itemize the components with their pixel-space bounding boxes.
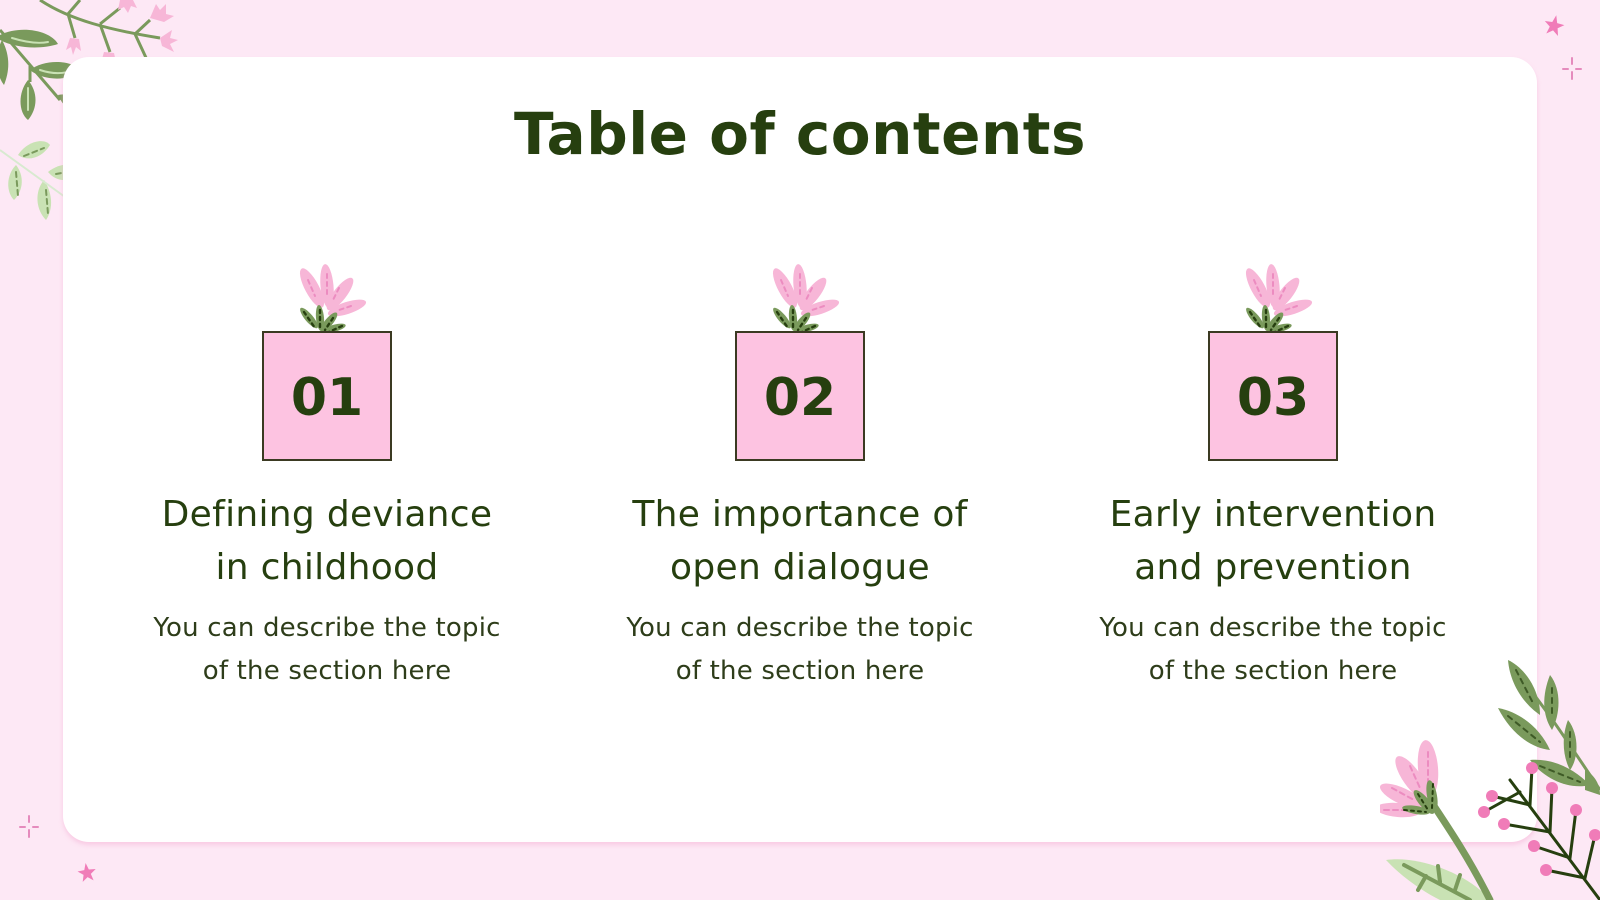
section-description-line-2: of the section here	[202, 656, 452, 686]
section-description-line-2: of the section here	[1148, 656, 1398, 686]
section-number-box: 03	[1208, 331, 1338, 461]
section-number-box: 01	[262, 331, 392, 461]
star-icon	[77, 863, 96, 882]
section-description-line-1: You can describe the topic	[153, 613, 501, 643]
section-heading-line-1: Defining deviance	[161, 494, 493, 535]
section-heading-line-1: Early intervention	[1109, 494, 1437, 535]
sparkle-icon	[19, 815, 39, 838]
flower-icon	[1245, 264, 1313, 334]
section-number-box: 02	[735, 331, 865, 461]
flower-icon	[772, 264, 840, 334]
flower-icon	[299, 264, 367, 334]
section-heading-line-2: and prevention	[1134, 547, 1412, 588]
section-heading: Early intervention and prevention	[1063, 488, 1483, 594]
section-heading: Defining deviance in childhood	[117, 488, 537, 594]
section-description: You can describe the topic of the sectio…	[590, 607, 1010, 693]
floral-bouquet-icon	[1380, 660, 1600, 900]
section-description-line-1: You can describe the topic	[626, 613, 974, 643]
page-title: Table of contents	[513, 100, 1087, 168]
section-heading-line-2: open dialogue	[670, 547, 930, 588]
section-heading: The importance of open dialogue	[590, 488, 1010, 594]
section-description-line-1: You can describe the topic	[1099, 613, 1447, 643]
section-description: You can describe the topic of the sectio…	[1063, 607, 1483, 693]
section-heading-line-2: in childhood	[215, 547, 439, 588]
star-icon	[1544, 15, 1565, 37]
section-description: You can describe the topic of the sectio…	[117, 607, 537, 693]
section-heading-line-1: The importance of	[632, 494, 968, 535]
section-description-line-2: of the section here	[675, 656, 925, 686]
sparkle-icon	[1562, 57, 1582, 80]
